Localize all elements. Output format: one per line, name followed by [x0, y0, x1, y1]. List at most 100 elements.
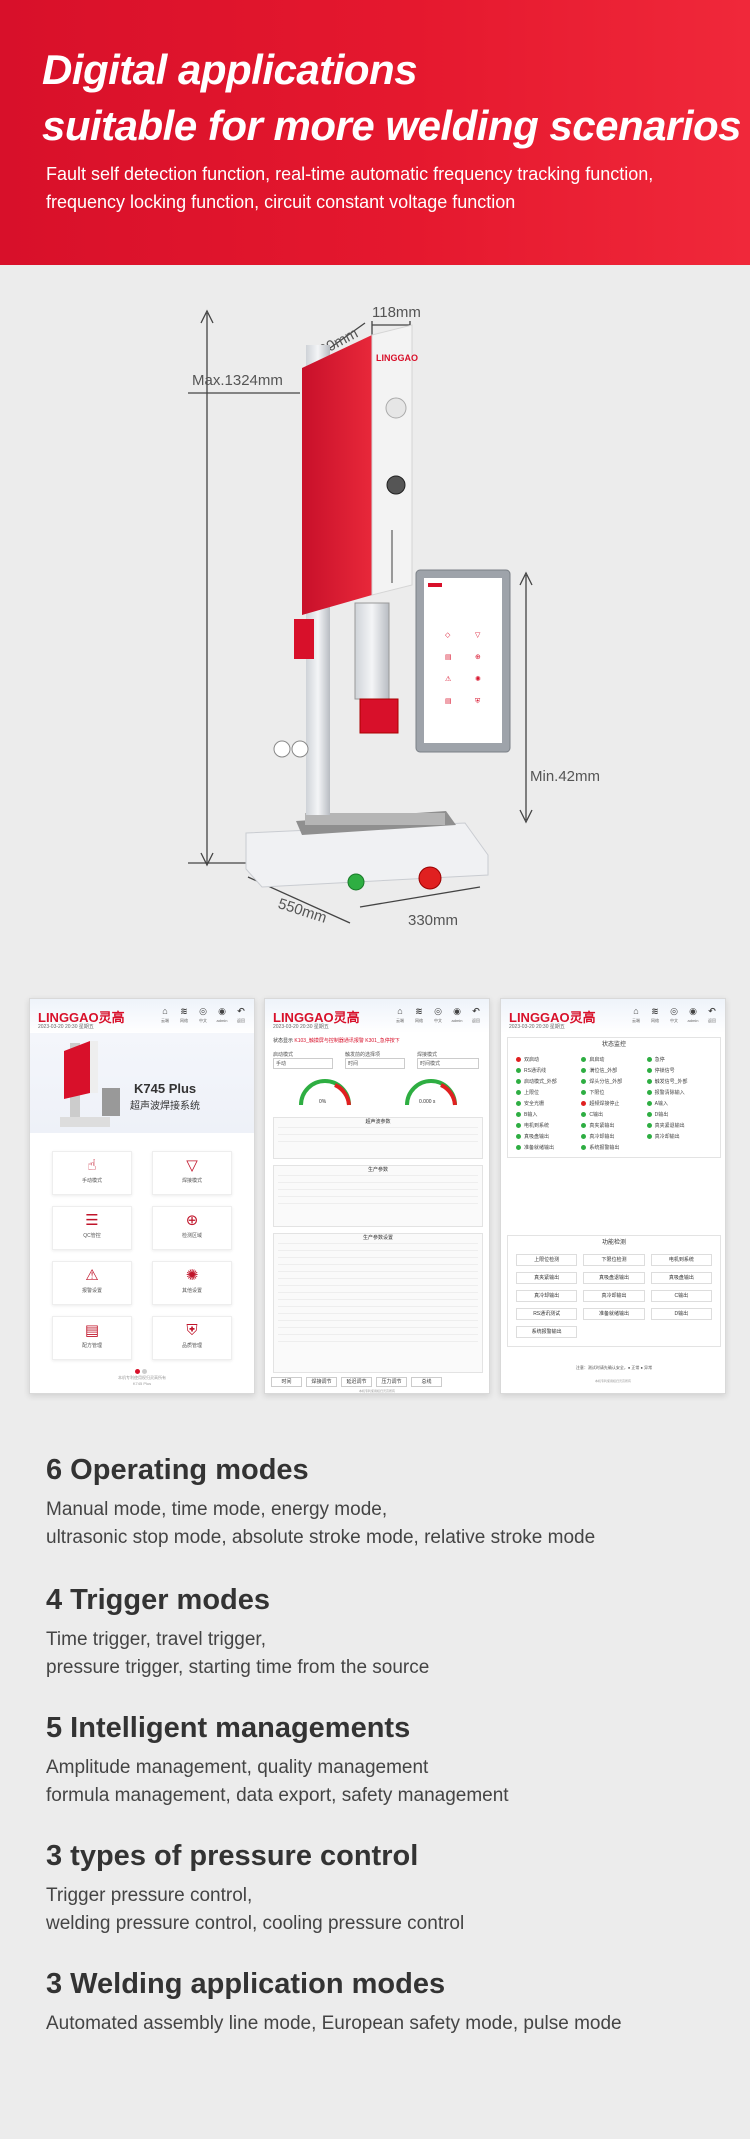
panel-ultrasonic: 超声波参数 [273, 1117, 483, 1159]
screen-logo: LINGGAO灵高 [509, 1010, 596, 1025]
tile-qc[interactable]: ☰QC管控 [52, 1206, 132, 1250]
tile-alarm[interactable]: ⚠报警设置 [52, 1261, 132, 1305]
screen-home: LINGGAO灵高 2023-03-20 20:30 星期五 ⌂云端 ≋网络 ◎… [29, 998, 255, 1394]
params-footer: 本机专利使用权归灵高所有 [358, 1389, 395, 1393]
cloud-icon[interactable]: ⌂云端 [632, 1006, 640, 1023]
cloud-icon[interactable]: ⌂云端 [396, 1006, 404, 1023]
feature-operating-modes: 6 Operating modes Manual mode, time mode… [46, 1452, 726, 1552]
tile-weld-mode[interactable]: ▽焊接模式 [152, 1151, 232, 1195]
pressure-adjust-button[interactable]: 压力调节 [376, 1377, 407, 1387]
status-item: 系统报警输出 [581, 1144, 646, 1151]
pressure-gauge-2 [291, 740, 309, 758]
status-item: RS通讯线 [516, 1067, 581, 1074]
home-footer: 本机专利使用权归灵高所有 K745 Plus [118, 1375, 166, 1386]
home-tile-grid: ☝手动模式 ▽焊接模式 ☰QC管控 ⊕检测区域 ⚠报警设置 ✺其他设置 ▤配方管… [52, 1151, 234, 1360]
screen-date: 2023-03-20 20:30 星期五 [38, 1024, 94, 1030]
function-test-button[interactable]: 电机到系统 [650, 1254, 712, 1266]
home-hero [30, 1033, 254, 1133]
function-test-button[interactable]: 真夹紧输出 [516, 1272, 578, 1284]
user-icon[interactable]: ◉admin [451, 1006, 463, 1023]
horn-tip [359, 698, 399, 734]
welder-drawing: Max.1324mm 360mm 118mm Min.42mm 550mm 33… [188, 304, 600, 929]
svg-text:◇: ◇ [445, 632, 451, 639]
tile-detect-area[interactable]: ⊕检测区域 [152, 1206, 232, 1250]
back-icon[interactable]: ↶返回 [708, 1006, 716, 1023]
function-test-button[interactable]: D输出 [650, 1308, 712, 1320]
function-test-button[interactable]: 下限位检测 [583, 1254, 645, 1266]
panel-production-settings: 生产参数设置 [273, 1233, 483, 1373]
qc-icon: ☰ [85, 1212, 99, 1229]
svg-text:⚠: ⚠ [445, 675, 452, 683]
tile-other[interactable]: ✺其他设置 [152, 1261, 232, 1305]
user-icon[interactable]: ◉admin [687, 1006, 699, 1023]
weld-mode-select[interactable]: 焊接模式时间模式 [417, 1051, 479, 1069]
svg-text:0%: 0% [319, 1099, 327, 1105]
alert-text: K103_触摸屏与控制器通讯报警 K301_急停按下 [294, 1038, 400, 1044]
status-item: D输出 [647, 1111, 712, 1118]
function-test-button[interactable]: 真吸盘退输出 [583, 1272, 645, 1284]
svg-text:0.000 s: 0.000 s [419, 1099, 436, 1105]
weld-adjust-button[interactable]: 焊接调节 [306, 1377, 337, 1387]
trigger-select[interactable]: 触发前的选择项时间 [345, 1051, 405, 1069]
feature-title: 6 Operating modes [46, 1454, 309, 1486]
hero-title-line2: suitable for more welding scenarios [42, 102, 742, 149]
tile-formula[interactable]: ▤配方管理 [52, 1316, 132, 1360]
language-icon[interactable]: ◎中文 [670, 1006, 678, 1023]
feature-description: Amplitude management, quality management… [46, 1757, 509, 1806]
status-item: 上限位 [516, 1089, 581, 1096]
svg-text:▤: ▤ [445, 654, 452, 661]
feature-title: 5 Intelligent managements [46, 1712, 411, 1744]
status-item: 真冷却输出 [647, 1133, 712, 1140]
machine-head: LINGGAO [302, 324, 418, 615]
feature-title: 4 Trigger modes [46, 1584, 271, 1616]
feature-title: 3 Welding application modes [46, 1968, 446, 2000]
dim-base-width: 330mm [408, 912, 458, 929]
pager-dots[interactable] [134, 1361, 148, 1379]
feature-trigger-modes: 4 Trigger modes Time trigger, travel tri… [46, 1582, 726, 1682]
start-mode-select[interactable]: 启动模式手动 [273, 1051, 333, 1069]
function-test-button[interactable]: 真冷却输出 [583, 1290, 645, 1302]
function-test-panel: 功能检测 上限位检测下限位检测电机到系统真夹紧输出真吸盘退输出真吸盘输出真冷却输… [507, 1235, 721, 1347]
tile-manual-mode[interactable]: ☝手动模式 [52, 1151, 132, 1195]
header-icons: ⌂云端 ≋网络 ◎中文 ◉admin ↶返回 [393, 1006, 483, 1026]
wifi-icon[interactable]: ≋网络 [180, 1006, 188, 1023]
status-item: 超频焊接停止 [581, 1100, 646, 1107]
tile-quality[interactable]: ⛨品质管理 [152, 1316, 232, 1360]
formula-icon: ▤ [84, 1322, 100, 1339]
feature-welding-application-modes: 3 Welding application modes Automated as… [46, 1966, 726, 2038]
function-test-button[interactable]: C输出 [650, 1290, 712, 1302]
svg-text:✺: ✺ [475, 675, 481, 683]
status-item: 触发信号_外部 [647, 1078, 712, 1085]
function-test-button[interactable]: 真冷却输出 [516, 1290, 578, 1302]
function-test-button[interactable]: 真吸盘输出 [650, 1272, 712, 1284]
language-icon[interactable]: ◎中文 [434, 1006, 442, 1023]
back-icon[interactable]: ↶返回 [472, 1006, 480, 1023]
status-item: 满位信_外部 [581, 1067, 646, 1074]
user-icon[interactable]: ◉admin [216, 1006, 228, 1023]
hand-icon: ☝ [87, 1157, 97, 1174]
hero-title-line1: Digital applications [42, 46, 418, 93]
function-test-button[interactable]: RS通讯测试 [516, 1308, 578, 1320]
time-button[interactable]: 时间 [271, 1377, 302, 1387]
status-item: B输入 [516, 1111, 581, 1118]
cloud-icon[interactable]: ⌂云端 [161, 1006, 169, 1023]
wifi-icon[interactable]: ≋网络 [651, 1006, 659, 1023]
wifi-icon[interactable]: ≋网络 [415, 1006, 423, 1023]
green-start-button [347, 873, 365, 891]
bus-button[interactable]: 总线 [411, 1377, 442, 1387]
feature-description: Automated assembly line mode, European s… [46, 2013, 622, 2034]
screen-header: LINGGAO灵高 2023-03-20 20:30 星期五 ⌂云端 ≋网络 ◎… [30, 999, 254, 1033]
function-test-button[interactable]: 准备就绪输出 [583, 1308, 645, 1320]
screen-logo: LINGGAO灵高 [38, 1010, 125, 1025]
weld-icon: ▽ [186, 1157, 198, 1174]
screen-logo: LINGGAO灵高 [273, 1010, 360, 1025]
model-name: K745 Plus [134, 1081, 197, 1096]
legend-note: 注意：测试时请先确认安全，● 正常 ● 异常 [575, 1365, 653, 1370]
touch-panel: ◇▽ ▤⊕ ⚠✺ ▤⛨ [415, 569, 511, 753]
language-icon[interactable]: ◎中文 [199, 1006, 207, 1023]
svg-text:▽: ▽ [475, 632, 481, 639]
back-icon[interactable]: ↶返回 [237, 1006, 245, 1023]
function-test-button[interactable]: 系统报警输出 [516, 1326, 578, 1338]
delay-adjust-button[interactable]: 延迟调节 [341, 1377, 372, 1387]
function-test-button[interactable]: 上限位检测 [516, 1254, 578, 1266]
